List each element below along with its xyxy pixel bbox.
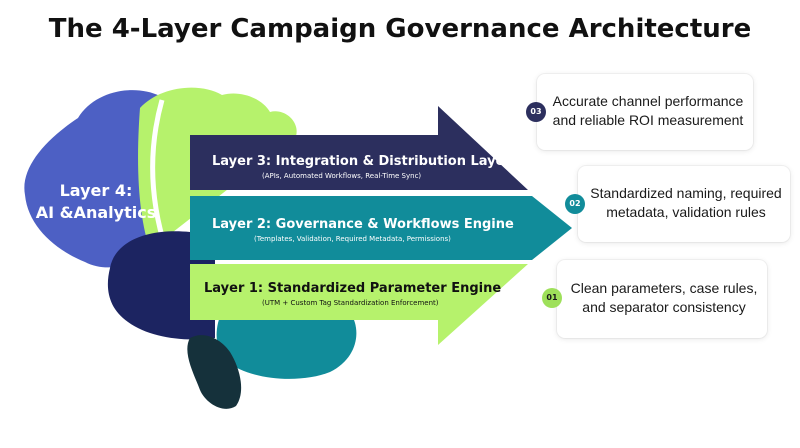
layer-2-arrow bbox=[190, 196, 572, 260]
brain-illustration bbox=[24, 87, 357, 409]
outcome-text-01-line-1: Clean parameters, case rules, bbox=[570, 280, 758, 296]
layer-2-subtitle: (Templates, Validation, Required Metadat… bbox=[254, 235, 451, 243]
outcome-text-03: Accurate channel performance and reliabl… bbox=[548, 92, 748, 130]
layer-1-arrow bbox=[190, 264, 528, 345]
page-title: The 4-Layer Campaign Governance Architec… bbox=[48, 14, 752, 44]
layer-3-title: Layer 3: Integration & Distribution Laye… bbox=[212, 154, 511, 169]
outcome-text-02: Standardized naming, required metadata, … bbox=[588, 184, 784, 222]
outcome-badge-02: 02 bbox=[565, 194, 585, 214]
brain-label-line-2: AI &Analytics bbox=[35, 203, 157, 222]
outcome-text-01-line-2: and separator consistency bbox=[582, 299, 746, 315]
outcome-text-02-line-2: metadata, validation rules bbox=[606, 204, 766, 220]
brain-lobe-blue bbox=[24, 90, 165, 268]
layer-1-subtitle: (UTM + Custom Tag Standardization Enforc… bbox=[262, 299, 439, 307]
brain-stem bbox=[187, 335, 242, 409]
layer-arrows bbox=[190, 106, 572, 345]
layer-3-subtitle: (APIs, Automated Workflows, Real-Time Sy… bbox=[262, 172, 422, 180]
brain-label-line-1: Layer 4: bbox=[59, 181, 133, 200]
outcome-badge-01: 01 bbox=[542, 288, 562, 308]
brain-lobe-navy bbox=[107, 231, 215, 340]
outcome-text-03-line-1: Accurate channel performance bbox=[552, 93, 744, 109]
brain-cerebellum bbox=[216, 312, 357, 379]
outcome-card-03 bbox=[537, 74, 753, 150]
outcome-text-03-line-2: and reliable ROI measurement bbox=[552, 112, 744, 128]
outcome-card-02 bbox=[578, 166, 790, 242]
outcome-badge-03: 03 bbox=[526, 102, 546, 122]
outcome-card-01 bbox=[557, 260, 767, 338]
layer-2-title: Layer 2: Governance & Workflows Engine bbox=[212, 217, 514, 232]
outcome-text-01: Clean parameters, case rules, and separa… bbox=[566, 279, 762, 317]
brain-layer-4-label: Layer 4: AI &Analytics bbox=[32, 180, 160, 224]
layer-1-title: Layer 1: Standardized Parameter Engine bbox=[204, 281, 502, 296]
layer-3-arrow bbox=[190, 106, 528, 190]
outcome-text-02-line-1: Standardized naming, required bbox=[590, 185, 782, 201]
